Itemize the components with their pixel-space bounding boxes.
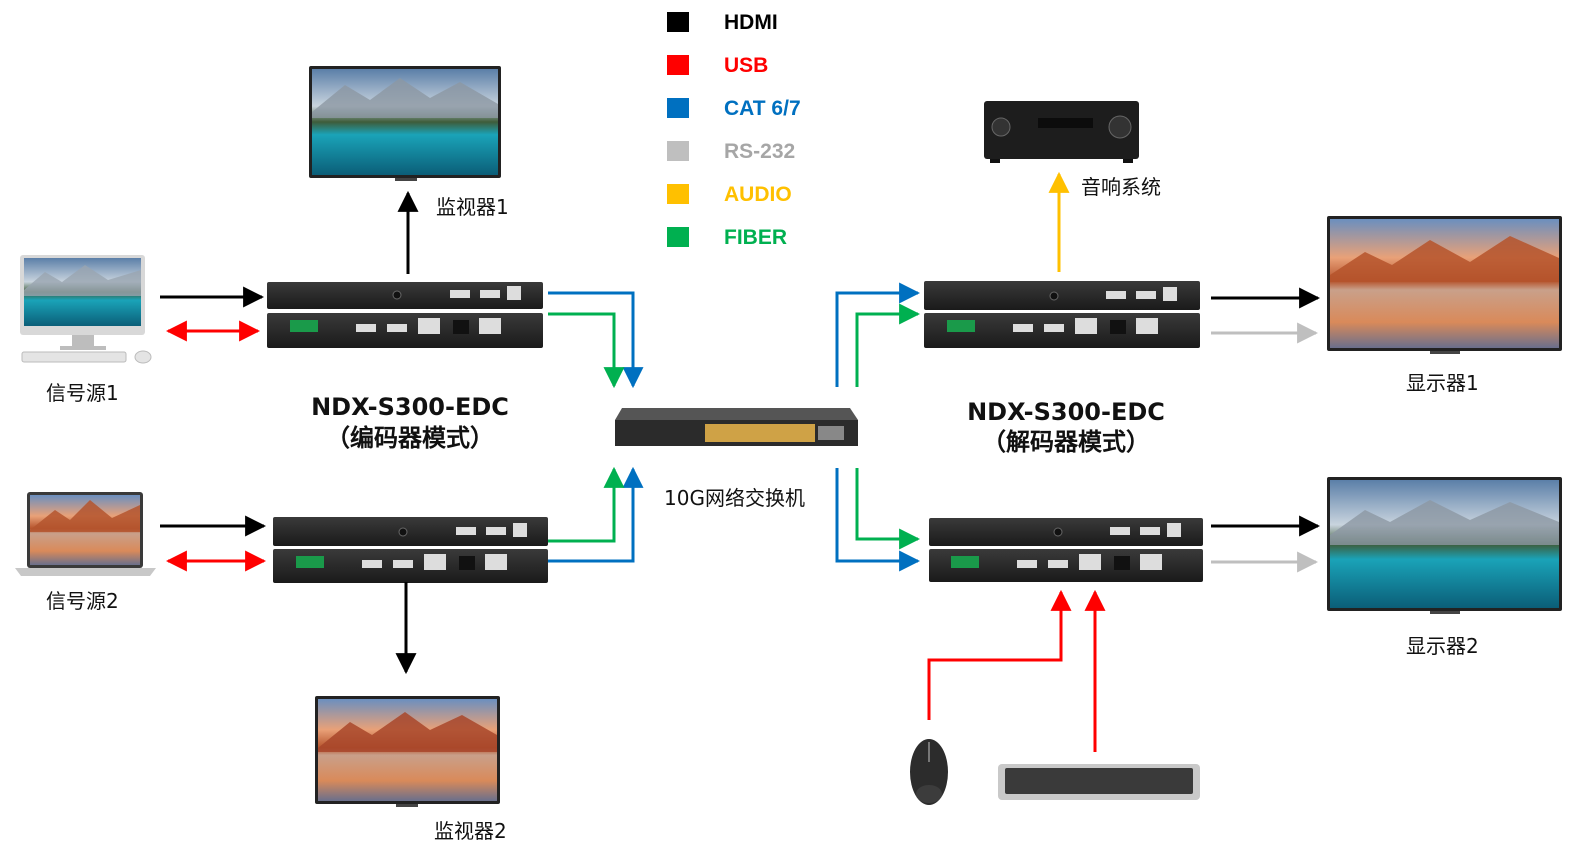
network-switch [615, 408, 858, 446]
display1-tv [1327, 216, 1562, 354]
source2-laptop [15, 492, 156, 576]
cat-switch-decoder2 [835, 468, 921, 572]
display2-label: 显示器2 [1406, 634, 1479, 658]
legend-item-rs232: RS-232 [667, 140, 795, 163]
monitor2-label: 监视器2 [434, 819, 507, 843]
fiber-switch-decoder2 [855, 468, 921, 550]
cat-encoder1-switch [548, 291, 644, 389]
cat-switch-decoder1 [835, 282, 921, 387]
encoder1-device [267, 282, 543, 348]
legend-item-fiber: FIBER [667, 226, 787, 249]
display1-label: 显示器1 [1406, 371, 1479, 395]
monitor1-label: 监视器1 [436, 195, 509, 219]
source1-desktop [20, 255, 152, 364]
legend-swatch-hdmi [667, 12, 689, 32]
fiber-encoder2-switch [548, 466, 625, 543]
legend-label-fiber: FIBER [724, 226, 787, 249]
legend-item-hdmi: HDMI [667, 11, 778, 34]
keyboard-icon [998, 764, 1200, 800]
legend-label-audio: AUDIO [724, 183, 792, 206]
legend-swatch-audio [667, 184, 689, 204]
legend: HDMI USB CAT 6/7 RS-232 AUDIO FIBER [667, 11, 801, 249]
encoder-mode-label: （编码器模式） [326, 424, 494, 452]
cat-encoder2-switch [548, 466, 644, 563]
source2-label: 信号源2 [46, 589, 119, 613]
legend-item-cat: CAT 6/7 [667, 97, 801, 120]
decoder-model-label: NDX-S300-EDC [967, 398, 1165, 426]
mouse-icon [910, 739, 948, 805]
monitor2-tv [315, 696, 500, 807]
audio-label: 音响系统 [1081, 175, 1161, 199]
legend-item-usb: USB [667, 54, 768, 77]
source1-label: 信号源1 [46, 381, 119, 405]
fiber-switch-decoder1 [855, 303, 921, 387]
decoder2-device [929, 518, 1203, 582]
audio-receiver [984, 101, 1139, 163]
decoder-mode-label: （解码器模式） [982, 428, 1150, 456]
legend-label-rs232: RS-232 [724, 140, 795, 163]
encoder2-device [273, 517, 548, 583]
legend-swatch-fiber [667, 227, 689, 247]
legend-label-cat: CAT 6/7 [724, 97, 801, 120]
legend-label-usb: USB [724, 54, 768, 77]
legend-swatch-usb [667, 55, 689, 75]
switch-label: 10G网络交换机 [664, 486, 805, 510]
legend-label-hdmi: HDMI [724, 11, 778, 34]
connections [160, 171, 1321, 752]
legend-swatch-rs232 [667, 141, 689, 161]
fiber-encoder1-switch [548, 312, 625, 389]
encoder-model-label: NDX-S300-EDC [311, 393, 509, 421]
usb-mouse-decoder2 [927, 589, 1072, 720]
decoder1-device [924, 281, 1200, 348]
legend-swatch-cat [667, 98, 689, 118]
legend-item-audio: AUDIO [667, 183, 792, 206]
monitor1-tv [309, 66, 501, 181]
display2-tv [1327, 477, 1562, 614]
